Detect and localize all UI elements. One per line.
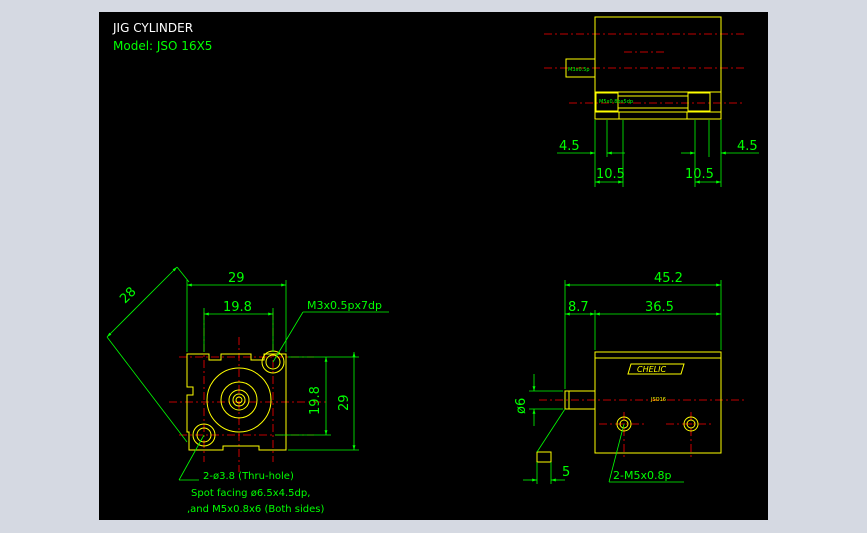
side-port-upper-label: M3x0.5p [568,67,590,73]
dim-width-outer: 29 [228,271,245,286]
brand-marking: CHELIC [637,365,666,374]
note-spot-facing: Spot facing ø6.5x4.5dp, [191,488,310,499]
front-view-dimensions [106,266,389,481]
dim-left-span: 10.5 [596,167,625,182]
dim-rod-diameter: ø6 [514,398,529,414]
cad-drawing: JIG CYLINDER Model: JSO 16X5 M3x0.5p M5x… [106,16,759,515]
side-view-centerlines [544,33,744,104]
ports-label: 2-M5x0.8p [613,469,671,482]
model-marking: JSO16 [650,397,666,403]
side-view-dimensions [557,120,759,187]
drawing-sheet: JIG CYLINDER Model: JSO 16X5 M3x0.5p M5x… [99,12,768,520]
side-view-body [565,16,722,120]
dim-body-length: 36.5 [645,300,674,315]
note-holes: 2-ø3.8 (Thru-hole) [203,471,294,482]
dim-left-gap: 4.5 [559,139,580,154]
dim-overall-length: 45.2 [654,271,683,286]
top-view-body [536,351,722,463]
front-view: 28 29 19.8 19.8 29 M3x0.5px7dp 2-ø3.8 (T… [106,266,389,515]
title-line2: Model: JSO 16X5 [113,39,212,53]
title-line1: JIG CYLINDER [112,21,193,35]
side-port-lower-label: M5x0.8px5dp [599,99,633,105]
side-view: M3x0.5p M5x0.8px5dp 4.5 4.5 10.5 10.5 [544,16,759,187]
dim-height-inner: 19.8 [308,386,323,415]
top-view-dimensions [523,280,722,484]
tap-label: M3x0.5px7dp [307,299,382,312]
note-tap: ,and M5x0.8x6 (Both sides) [187,504,324,515]
top-view: CHELIC JSO16 45.2 8.7 36.5 ø6 5 2-M5x0.8… [514,271,744,484]
dim-height-outer: 29 [337,394,352,411]
dim-right-gap: 4.5 [737,139,758,154]
dim-right-span: 10.5 [685,167,714,182]
front-view-body [186,350,287,451]
dim-diagonal: 28 [117,285,139,307]
dim-rod-end: 5 [562,465,570,480]
dim-rod-length: 8.7 [568,300,589,315]
dim-width-inner: 19.8 [223,300,252,315]
